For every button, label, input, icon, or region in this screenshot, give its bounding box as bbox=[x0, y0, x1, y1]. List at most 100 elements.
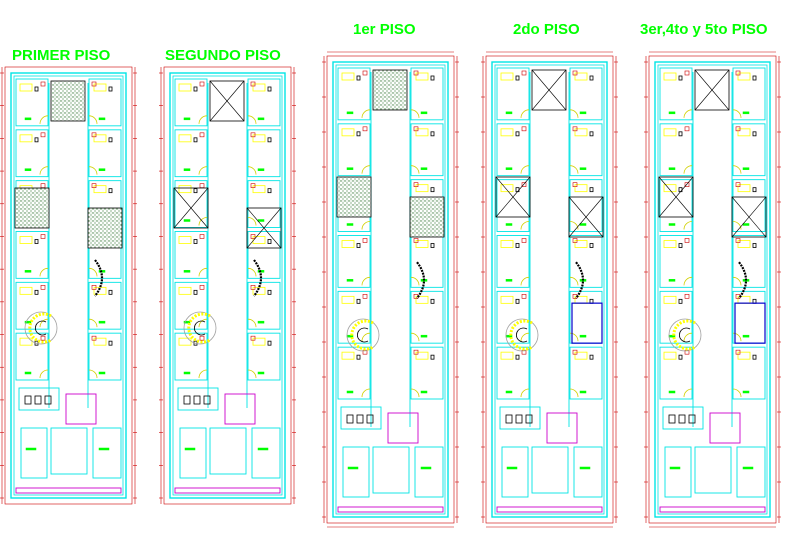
light-well bbox=[731, 196, 767, 238]
chair bbox=[267, 289, 272, 295]
room-bottom-left bbox=[664, 446, 692, 498]
door-arc bbox=[683, 165, 693, 174]
room-bottom-right bbox=[414, 446, 444, 498]
door-arc bbox=[410, 332, 420, 342]
dimension-frame bbox=[4, 66, 133, 505]
chair bbox=[515, 187, 520, 193]
office-left bbox=[496, 290, 530, 344]
desk bbox=[574, 128, 588, 137]
door-arc bbox=[732, 388, 742, 398]
office-left bbox=[496, 179, 530, 232]
light-well bbox=[173, 187, 209, 229]
label-mark bbox=[24, 371, 32, 375]
door-arc bbox=[569, 165, 579, 174]
fixture bbox=[91, 183, 97, 188]
door-arc bbox=[198, 267, 208, 277]
office-left bbox=[174, 180, 208, 228]
fixture bbox=[413, 182, 419, 187]
chair bbox=[589, 243, 594, 248]
fixture bbox=[40, 335, 46, 341]
label-mark bbox=[668, 223, 676, 226]
chair bbox=[193, 188, 198, 194]
stair-steps bbox=[187, 312, 211, 344]
office-right bbox=[247, 231, 281, 279]
fixture bbox=[199, 335, 205, 341]
fixture bbox=[199, 132, 205, 138]
label-mark bbox=[183, 371, 191, 375]
office-left bbox=[496, 67, 530, 121]
office-right bbox=[569, 67, 603, 121]
label-mark bbox=[183, 219, 191, 222]
label-mark bbox=[668, 111, 676, 115]
label-mark bbox=[579, 167, 587, 170]
chair bbox=[430, 75, 435, 81]
desk bbox=[93, 134, 107, 143]
chair bbox=[515, 243, 520, 248]
room-bottom-left bbox=[342, 446, 370, 498]
label-mark bbox=[505, 390, 513, 394]
office-right bbox=[247, 129, 281, 178]
inner-wall bbox=[335, 64, 446, 515]
door-arc bbox=[361, 221, 371, 230]
chair bbox=[108, 340, 113, 346]
label-mark bbox=[98, 371, 106, 375]
fixture bbox=[572, 126, 578, 132]
chair bbox=[193, 86, 198, 92]
fixture bbox=[413, 70, 419, 76]
door-arc bbox=[520, 165, 530, 174]
lobby bbox=[209, 427, 247, 475]
label-mark bbox=[257, 320, 265, 324]
desk bbox=[93, 286, 107, 295]
desk bbox=[19, 337, 33, 346]
desk bbox=[252, 185, 266, 194]
door-arc bbox=[410, 388, 420, 398]
elevator-shaft bbox=[734, 302, 766, 344]
office-right bbox=[569, 123, 603, 177]
fixture bbox=[684, 294, 690, 299]
door-arc bbox=[520, 332, 530, 342]
entrance bbox=[496, 506, 603, 513]
door-arc bbox=[683, 276, 693, 286]
chair bbox=[267, 137, 272, 143]
door-arc bbox=[198, 166, 208, 175]
office-left bbox=[15, 129, 49, 178]
chair bbox=[589, 354, 594, 360]
desk bbox=[341, 351, 355, 360]
office-right bbox=[247, 281, 281, 330]
fixture bbox=[521, 182, 527, 187]
office-right bbox=[732, 235, 766, 288]
chair bbox=[108, 86, 113, 92]
desk bbox=[500, 295, 514, 304]
door-arc bbox=[520, 221, 530, 230]
desk bbox=[93, 337, 107, 346]
label-mark bbox=[98, 447, 110, 451]
chair bbox=[430, 298, 435, 304]
label-mark bbox=[420, 334, 428, 338]
label-mark bbox=[346, 223, 354, 226]
seat bbox=[515, 414, 523, 424]
desk bbox=[574, 72, 588, 81]
curved-counter bbox=[738, 261, 748, 299]
light-well bbox=[336, 176, 372, 218]
fixture bbox=[250, 285, 256, 290]
label-mark bbox=[346, 279, 354, 282]
fixture bbox=[362, 126, 368, 132]
dimension-frame bbox=[163, 66, 292, 505]
office-left bbox=[659, 67, 693, 121]
desk bbox=[19, 286, 33, 295]
fixture bbox=[684, 238, 690, 243]
fixture bbox=[250, 132, 256, 138]
seat bbox=[346, 414, 354, 424]
label-mark bbox=[183, 117, 191, 121]
room-bottom-left bbox=[179, 427, 207, 479]
hall-room bbox=[499, 406, 541, 430]
inner-wall bbox=[657, 64, 768, 515]
door-arc bbox=[569, 221, 579, 230]
seat bbox=[193, 395, 201, 405]
seat bbox=[24, 395, 32, 405]
office-left bbox=[659, 290, 693, 344]
desk bbox=[663, 295, 677, 304]
stair-core bbox=[193, 320, 206, 336]
label-mark bbox=[579, 223, 587, 226]
seat bbox=[668, 414, 676, 424]
